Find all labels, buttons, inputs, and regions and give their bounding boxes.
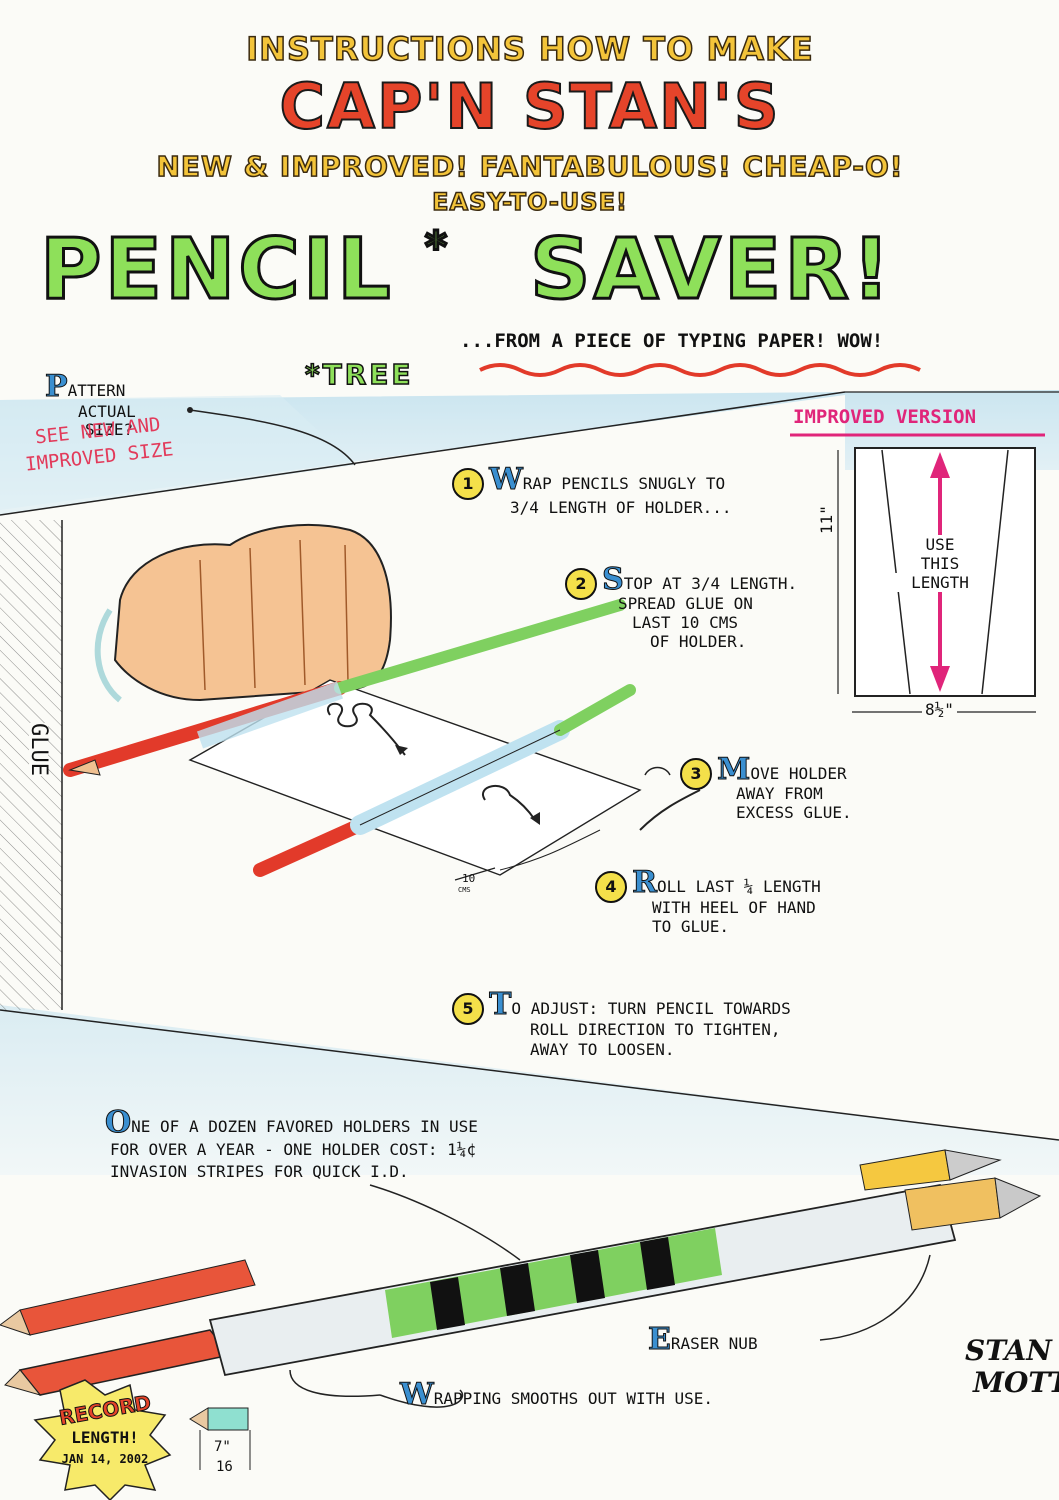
note-cap: O: [104, 1105, 132, 1140]
pencil-drawing-2: [253, 684, 636, 877]
pattern-rest: ATTERN: [67, 381, 126, 400]
tree-footnote: *TREE: [304, 357, 414, 392]
stub-size-den: 16: [216, 1459, 233, 1475]
pattern-label: PATTERN: [45, 369, 126, 404]
holder-pencil-drawing: [0, 1149, 1042, 1396]
step-2-text-1: TOP AT 3/4 LENGTH.: [623, 574, 798, 593]
improved-width: 8½": [922, 700, 957, 719]
cms-unit: CMS: [458, 886, 471, 894]
note-line-3: INVASION STRIPES FOR QUICK I.D.: [110, 1162, 409, 1181]
header-saver: SAVER!: [528, 219, 894, 320]
step-5-number: 5: [452, 993, 484, 1025]
pattern-cap: P: [45, 369, 69, 404]
step-2-text-2: SPREAD GLUE ON: [618, 594, 753, 613]
step-5-cap: T: [489, 987, 512, 1022]
record-starburst: [33, 1379, 172, 1500]
improved-use-1: USE: [910, 535, 970, 554]
step-4-text-2: WITH HEEL OF HAND: [652, 898, 816, 917]
step-3: 3 MOVE HOLDER: [680, 752, 847, 790]
header-line-4: EASY-TO-USE!: [431, 187, 628, 217]
signature-line-1: STAN: [965, 1334, 1052, 1367]
step-4-text-1: OLL LAST ¼ LENGTH: [657, 877, 821, 896]
step-4-number: 4: [595, 871, 627, 903]
improved-title: IMPROVED VERSION: [793, 406, 977, 428]
eraser-label: ERASER NUB: [648, 1322, 758, 1357]
record-line-2: LENGTH!: [71, 1428, 139, 1447]
pattern-line-3: SIZE?: [85, 420, 134, 439]
header-title: CAP'N STAN'S: [278, 69, 781, 144]
header-subtitle: ...FROM A PIECE OF TYPING PAPER! WOW!: [460, 330, 884, 352]
cms-value: 10: [462, 872, 476, 885]
wrapping-label: WRAPPING SMOOTHS OUT WITH USE.: [400, 1377, 714, 1412]
step-3-text-3: EXCESS GLUE.: [736, 803, 852, 822]
step-2-number: 2: [565, 568, 597, 600]
hand-drawing: [94, 524, 392, 703]
step-3-number: 3: [680, 758, 712, 790]
signature-line-2: MOTT: [973, 1366, 1059, 1399]
step-1-text-2: 3/4 LENGTH OF HOLDER...: [510, 498, 732, 517]
glue-label: GLUE: [25, 723, 51, 776]
step-3-text-2: AWAY FROM: [736, 784, 823, 803]
note-line-2: FOR OVER A YEAR - ONE HOLDER COST: 1¼¢: [110, 1140, 477, 1159]
step-1-text-1: RAP PENCILS SNUGLY TO: [522, 474, 726, 493]
header-line-3: NEW & IMPROVED! FANTABULOUS! CHEAP-O!: [156, 149, 904, 184]
step-4: 4 ROLL LAST ¼ LENGTH: [595, 865, 821, 903]
step-2: 2 STOP AT 3/4 LENGTH.: [565, 562, 798, 600]
wrapping-text: RAPPING SMOOTHS OUT WITH USE.: [433, 1389, 714, 1408]
pattern-line-2: ACTUAL: [78, 402, 136, 421]
step-4-text-3: TO GLUE.: [652, 917, 730, 936]
signature: STAN MOTT: [965, 1335, 1059, 1399]
step-3-text-1: OVE HOLDER: [750, 764, 847, 783]
pencil-drawing-1: [63, 599, 626, 777]
improved-height: 11": [816, 505, 836, 534]
step-1: 1 WRAP PENCILS SNUGLY TO: [452, 462, 726, 500]
stub-size-num: 7": [214, 1439, 231, 1455]
step-1-number: 1: [452, 468, 484, 500]
eraser-text: RASER NUB: [670, 1334, 758, 1353]
header-asterisk: *: [424, 221, 450, 273]
step-5-text-2: ROLL DIRECTION TO TIGHTEN,: [530, 1020, 781, 1039]
step-5-text-3: AWAY TO LOOSEN.: [530, 1040, 675, 1059]
record-line-3: JAN 14, 2002: [61, 1452, 149, 1466]
step-2-text-4: OF HOLDER.: [650, 632, 747, 651]
note-line-1: NE OF A DOZEN FAVORED HOLDERS IN USE: [131, 1117, 478, 1136]
improved-use-3: LENGTH: [895, 573, 985, 592]
improved-use-2: THIS: [910, 554, 970, 573]
header-line-1: INSTRUCTIONS HOW TO MAKE: [246, 29, 814, 69]
step-4-cap: R: [632, 865, 658, 900]
step-2-cap: S: [602, 562, 625, 597]
step-2-text-3: LAST 10 CMS: [632, 613, 738, 632]
step-5-text-1: O ADJUST: TURN PENCIL TOWARDS: [511, 999, 791, 1018]
step-5: 5 TO ADJUST: TURN PENCIL TOWARDS: [452, 987, 791, 1025]
step-1-cap: W: [489, 462, 524, 497]
step-3-cap: M: [717, 752, 751, 787]
header-pencil: PENCIL: [39, 219, 394, 320]
holder-note: ONE OF A DOZEN FAVORED HOLDERS IN USE: [104, 1105, 478, 1140]
eraser-cap: E: [648, 1322, 672, 1357]
wrapping-cap: W: [400, 1377, 435, 1412]
